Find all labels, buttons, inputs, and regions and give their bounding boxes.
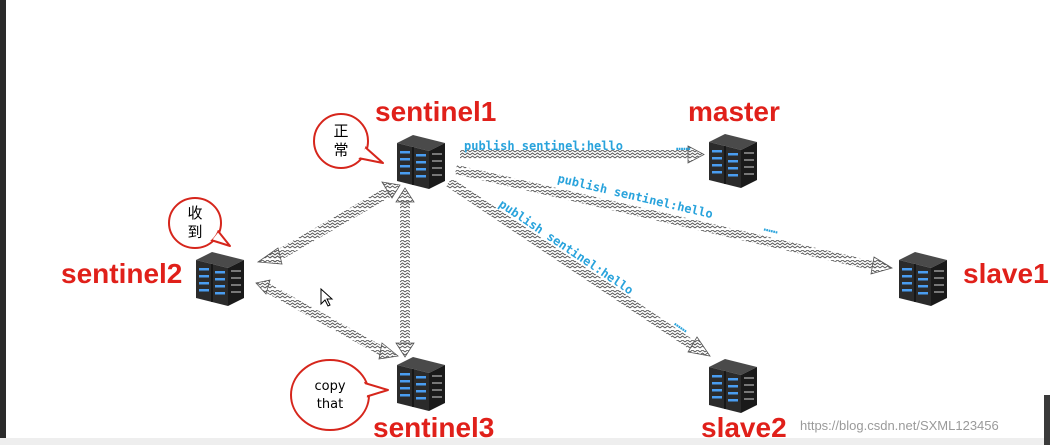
arrow-s1-slave1 [455, 165, 893, 275]
edge-label-to-master: publish sentinel:hello …… [464, 139, 690, 153]
arrow-s1-slave2 [446, 178, 711, 357]
master-server-icon [708, 133, 758, 188]
sentinel1-server-icon [396, 134, 446, 189]
svg-text:……: …… [672, 315, 692, 335]
arrow-s1-s2 [256, 181, 401, 265]
master-label: master [688, 96, 780, 127]
svg-text:publish sentinel:hello: publish sentinel:hello [496, 197, 636, 297]
slave1-server-icon [898, 251, 948, 306]
arrow-s1-s3 [395, 187, 415, 358]
arrow-s1-master [460, 145, 705, 164]
slave1-label: slave1 [963, 258, 1049, 289]
sentinel1-speech-bubble [313, 113, 384, 169]
sentinel3-label: sentinel3 [373, 412, 495, 443]
sentinel3-speech-bubble [290, 359, 389, 431]
window-bottom-edge [0, 438, 1050, 445]
mouse-cursor-icon [320, 287, 334, 307]
sentinel2-bubble-text: 收到 [187, 204, 203, 241]
svg-text:……: …… [763, 220, 780, 237]
sentinel2-label: sentinel2 [61, 258, 183, 289]
sentinel3-server-icon [396, 356, 446, 411]
slave2-server-icon [708, 358, 758, 413]
window-left-edge [0, 0, 6, 445]
slave2-label: slave2 [701, 412, 787, 443]
window-right-edge [1044, 395, 1050, 445]
sentinel2-server-icon [195, 251, 245, 306]
svg-text:……: …… [676, 139, 690, 153]
arrow-s2-s3 [255, 279, 399, 360]
sentinel1-bubble-text: 正常 [333, 122, 349, 159]
sentinel1-label: sentinel1 [375, 96, 497, 127]
sentinel2-speech-bubble [168, 197, 231, 249]
watermark-url: https://blog.csdn.net/SXML123456 [800, 418, 999, 433]
svg-text:publish sentinel:hello: publish sentinel:hello [464, 139, 623, 153]
